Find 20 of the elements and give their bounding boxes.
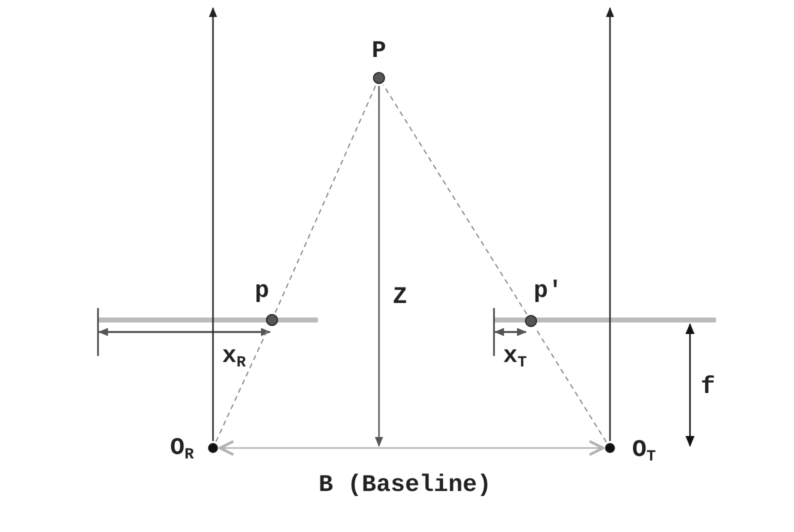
dimension-label: x$_{T}$ xyxy=(503,344,527,372)
arrow xyxy=(606,7,614,441)
arrow xyxy=(218,440,604,456)
dashed-line xyxy=(382,84,528,315)
point-dot xyxy=(525,315,537,327)
point-label: p xyxy=(254,280,270,304)
point-dot xyxy=(266,314,278,326)
point-dot xyxy=(605,443,615,453)
point-dot xyxy=(208,443,218,453)
point-dot xyxy=(373,72,385,84)
dimension-label: f xyxy=(700,376,716,400)
arrow xyxy=(208,7,218,441)
dimension-label: x$_{R}$ xyxy=(222,344,246,372)
point-label: P xyxy=(372,40,386,64)
point-label: p′ xyxy=(534,280,562,304)
point-label: O$_{R}$ xyxy=(170,436,194,464)
dimension-label: Z xyxy=(392,286,408,310)
dashed-line xyxy=(274,85,376,313)
edge-label: B (Baseline) xyxy=(318,474,492,498)
point-label: O$_{T}$ xyxy=(632,438,656,466)
